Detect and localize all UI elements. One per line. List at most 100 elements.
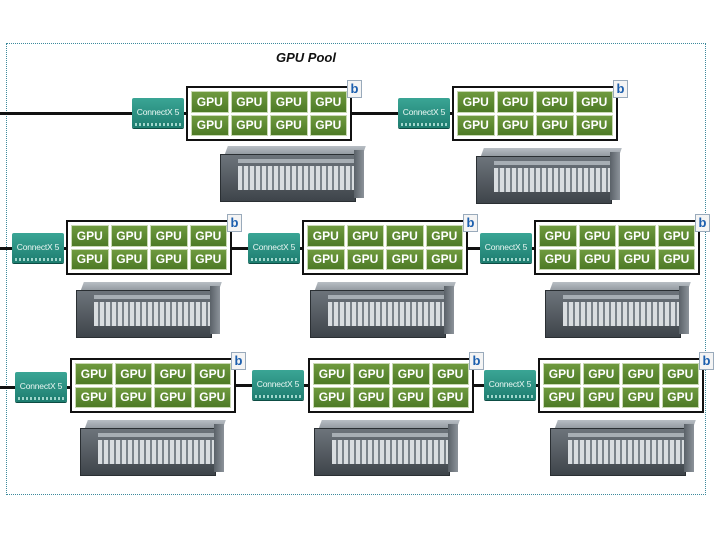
connectx5-adapter: ConnectX 5 (12, 233, 64, 263)
gpu-chip: GPU (661, 386, 699, 408)
server-chassis (476, 148, 622, 204)
server-part (94, 302, 210, 326)
pool-title: GPU Pool (276, 50, 336, 65)
server-part (563, 302, 679, 326)
server-chassis (314, 420, 460, 476)
gpu-chip: GPU (496, 114, 534, 136)
gpu-chip: GPU (270, 114, 308, 136)
gpu-chip: GPU (457, 114, 495, 136)
gpu-pool-boundary (6, 43, 706, 495)
gpu-chip: GPU (457, 91, 495, 113)
connectx5-label: ConnectX 5 (484, 242, 528, 252)
server-part (332, 440, 448, 464)
connection-line (0, 112, 132, 115)
gpu-chip: GPU (189, 248, 227, 270)
server-part (679, 286, 689, 334)
server-part (328, 302, 444, 326)
connectx5-adapter: ConnectX 5 (484, 370, 536, 400)
gpu-chip: GPU (622, 363, 660, 385)
gpu-chip: GPU (392, 363, 430, 385)
server-chassis (80, 420, 226, 476)
gpu-chip: GPU (618, 225, 656, 247)
gpu-chip: GPU (618, 248, 656, 270)
gpu-chip: GPU (154, 386, 192, 408)
connection-line (536, 384, 538, 387)
gpu-chip: GPU (536, 91, 574, 113)
gpu-chip: GPU (575, 114, 613, 136)
gpu-chip: GPU (543, 386, 581, 408)
server-part (684, 424, 694, 472)
gpu-chip: GPU (543, 363, 581, 385)
server-part (448, 424, 458, 472)
connection-line (0, 386, 15, 389)
node-badge: b (699, 352, 714, 370)
gpu-chip: GPU (425, 248, 463, 270)
server-part (568, 440, 684, 464)
connectx5-label: ConnectX 5 (252, 242, 296, 252)
gpu-chip: GPU (313, 363, 351, 385)
connection-line (232, 247, 248, 250)
node-badge: b (227, 214, 242, 232)
gpu-chip: GPU (346, 225, 384, 247)
connection-line (184, 112, 186, 115)
gpu-chip: GPU (386, 225, 424, 247)
connectx5-label: ConnectX 5 (256, 379, 300, 389)
gpu-chip: GPU (191, 114, 229, 136)
gpu-chip: GPU (150, 248, 188, 270)
connectx5-adapter: ConnectX 5 (132, 98, 184, 128)
gpu-chip: GPU (622, 386, 660, 408)
gpu-chip: GPU (431, 386, 469, 408)
connection-line (0, 247, 12, 250)
gpu-chip: GPU (193, 386, 231, 408)
gpu-chip: GPU (392, 386, 430, 408)
gpu-chip: GPU (114, 386, 152, 408)
gpu-chip: GPU (154, 363, 192, 385)
gpu-chip: GPU (110, 225, 148, 247)
server-part (214, 424, 224, 472)
server-part (444, 286, 454, 334)
gpu-chip: GPU (193, 363, 231, 385)
connectx5-label: ConnectX 5 (16, 242, 60, 252)
gpu-chip: GPU (657, 248, 695, 270)
gpu-chip: GPU (582, 386, 620, 408)
connectx5-label: ConnectX 5 (19, 381, 63, 391)
connectx5-adapter: ConnectX 5 (398, 98, 450, 128)
gpu-chip: GPU (150, 225, 188, 247)
gpu-chip: GPU (539, 248, 577, 270)
connectx5-label: ConnectX 5 (488, 379, 532, 389)
node-badge: b (613, 80, 628, 98)
server-part (98, 440, 214, 464)
server-part (210, 286, 220, 334)
server-chassis (220, 146, 366, 202)
gpu-chip: GPU (425, 225, 463, 247)
gpu-chip: GPU (431, 363, 469, 385)
gpu-chip: GPU (75, 363, 113, 385)
connection-line (468, 247, 480, 250)
gpu-chip: GPU (352, 386, 390, 408)
gpu-chip: GPU (230, 91, 268, 113)
server-chassis (310, 282, 456, 338)
server-part (610, 152, 620, 200)
server-chassis (76, 282, 222, 338)
gpu-chip: GPU (582, 363, 620, 385)
connectx5-label: ConnectX 5 (402, 107, 446, 117)
server-part (354, 150, 364, 198)
connectx5-adapter: ConnectX 5 (480, 233, 532, 263)
gpu-chip: GPU (657, 225, 695, 247)
connection-line (450, 112, 452, 115)
node-badge: b (463, 214, 478, 232)
server-part (563, 295, 679, 299)
server-part (98, 433, 214, 437)
gpu-chip: GPU (307, 248, 345, 270)
